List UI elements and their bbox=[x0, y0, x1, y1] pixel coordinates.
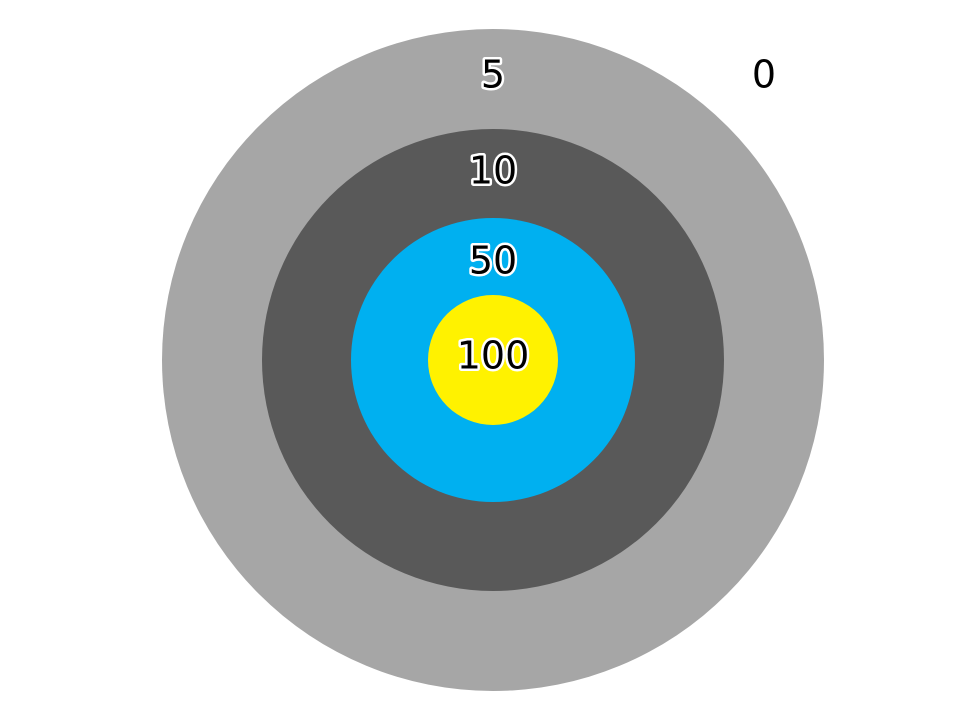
ring-bullseye-score-label: 100 bbox=[457, 334, 530, 378]
ring-third-score-label: 50 bbox=[469, 239, 517, 283]
outside-score-label: 0 bbox=[752, 53, 776, 97]
ring-bullseye bbox=[428, 295, 558, 425]
ring-outer-score-label: 5 bbox=[481, 53, 505, 97]
ring-second-score-label: 10 bbox=[469, 149, 517, 193]
